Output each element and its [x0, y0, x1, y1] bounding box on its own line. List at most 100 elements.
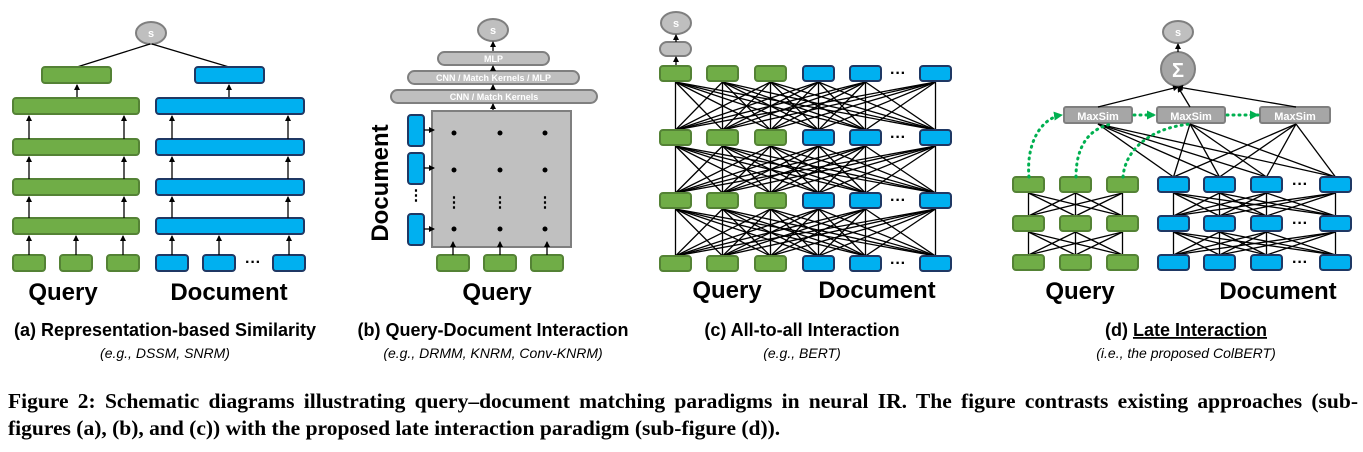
query-token-box [530, 254, 564, 272]
attention-edge [865, 208, 936, 257]
doc-token-box [1203, 254, 1236, 271]
doc-encoder-edge [1219, 231, 1336, 256]
attention-edge [818, 208, 936, 257]
panel-b-document-label: Document [367, 124, 394, 241]
connector-line [151, 43, 230, 68]
attention-edge [770, 81, 936, 131]
matrix-cell-dot [542, 130, 548, 136]
query-token-box [436, 254, 470, 272]
attention-edge [675, 208, 936, 257]
maxsim-label: MaxSim [1170, 111, 1212, 123]
score-label: s [148, 28, 154, 40]
doc-pooled-box [194, 66, 265, 84]
vertical-ellipsis-icon: ⋮ [447, 194, 462, 211]
attention-edge [818, 208, 866, 257]
score-label: s [490, 25, 496, 37]
attention-edge [818, 81, 936, 131]
sum-symbol-icon: Σ [1172, 60, 1184, 82]
matrix-cell-dot [542, 167, 548, 173]
vertical-ellipsis-icon: ⋮ [538, 194, 553, 211]
doc-token-box [802, 129, 835, 146]
panel-a-subtitle: (e.g., DSSM, SNRM) [100, 345, 230, 361]
doc-token-box [155, 254, 189, 272]
maxsim-edge [1189, 123, 1336, 178]
doc-token-box [919, 255, 952, 272]
attention-edge [770, 145, 866, 194]
attention-edge [818, 145, 866, 194]
doc-token-box [407, 114, 425, 147]
doc-token-box [1319, 254, 1352, 271]
attention-edge [675, 81, 936, 131]
doc-encoder-edge [1219, 231, 1267, 256]
maxsim-label: MaxSim [1274, 111, 1316, 123]
query-encoder-edge [1028, 231, 1123, 256]
attention-edge [722, 208, 866, 257]
matrix-cell-dot [451, 130, 457, 136]
query-layer-bar [12, 178, 140, 196]
doc-encoder-edge [1219, 192, 1267, 217]
query-token-box [754, 192, 787, 209]
query-layer-bar [12, 138, 140, 156]
arrow-line [1097, 85, 1179, 108]
doc-token-box [407, 213, 425, 246]
attention-edge [675, 145, 936, 194]
panel-d-title-main: Late Interaction [1133, 320, 1267, 340]
maxsim-edge [1295, 123, 1337, 178]
query-token-box [706, 255, 739, 272]
panel-d-title-prefix: (d) [1105, 320, 1133, 340]
doc-encoder-edge [1266, 192, 1336, 217]
attention-edge [675, 145, 866, 194]
mlp-layer-label: MLP [484, 54, 503, 64]
attention-edge [675, 145, 771, 194]
query-encoder-edge [1028, 192, 1076, 217]
query-token-box [1106, 254, 1139, 271]
query-token-box [1106, 215, 1139, 232]
connector-line [76, 43, 151, 68]
doc-token-box [407, 152, 425, 185]
matrix-cell-dot [451, 167, 457, 173]
cnn-kernels-mlp-layer-label: CNN / Match Kernels / MLP [436, 73, 551, 83]
doc-encoder-edge [1173, 192, 1267, 217]
attention-edge [722, 145, 866, 194]
doc-token-box [802, 192, 835, 209]
doc-token-box [1203, 176, 1236, 193]
maxsim-edge [1173, 123, 1297, 178]
doc-encoder-edge [1173, 231, 1267, 256]
doc-token-box [202, 254, 236, 272]
attention-edge [675, 208, 819, 257]
doc-encoder-edge [1173, 231, 1220, 256]
maxsim-edge [1172, 123, 1191, 178]
query-to-maxsim-arrow [1074, 122, 1114, 179]
panel-c-title: (c) All-to-all Interaction [704, 320, 899, 340]
panel-a-query-label: Query [28, 279, 98, 306]
maxsim-edge [1097, 123, 1220, 178]
query-token-box [659, 129, 692, 146]
attention-edge [722, 145, 936, 194]
matrix-cell-dot [542, 226, 548, 232]
doc-encoder-edge [1173, 192, 1220, 217]
panel-b-title: (b) Query-Document Interaction [357, 320, 628, 340]
doc-token-box [1203, 215, 1236, 232]
ellipsis-icon: ··· [890, 192, 906, 209]
query-token-box [1059, 176, 1092, 193]
maxsim-edge [1189, 123, 1221, 178]
arrow-line [1177, 86, 1191, 108]
query-token-box [106, 254, 140, 272]
query-token-box [12, 254, 46, 272]
query-encoder-edge [1028, 231, 1076, 256]
doc-token-box [849, 255, 882, 272]
attention-edge [722, 81, 866, 131]
matrix-cell-dot [497, 226, 503, 232]
panel-all-to-all-interaction: s············ [659, 11, 952, 272]
attention-edge [675, 145, 819, 194]
doc-encoder-edge [1219, 192, 1336, 217]
query-to-maxsim-arrow [1121, 122, 1192, 179]
attention-edge [675, 81, 771, 131]
doc-token-box [919, 65, 952, 82]
query-token-box [706, 65, 739, 82]
score-label: s [1175, 27, 1181, 39]
query-to-maxsim-arrow [1027, 111, 1064, 179]
query-encoder-edge [1075, 231, 1123, 256]
query-token-box [483, 254, 517, 272]
